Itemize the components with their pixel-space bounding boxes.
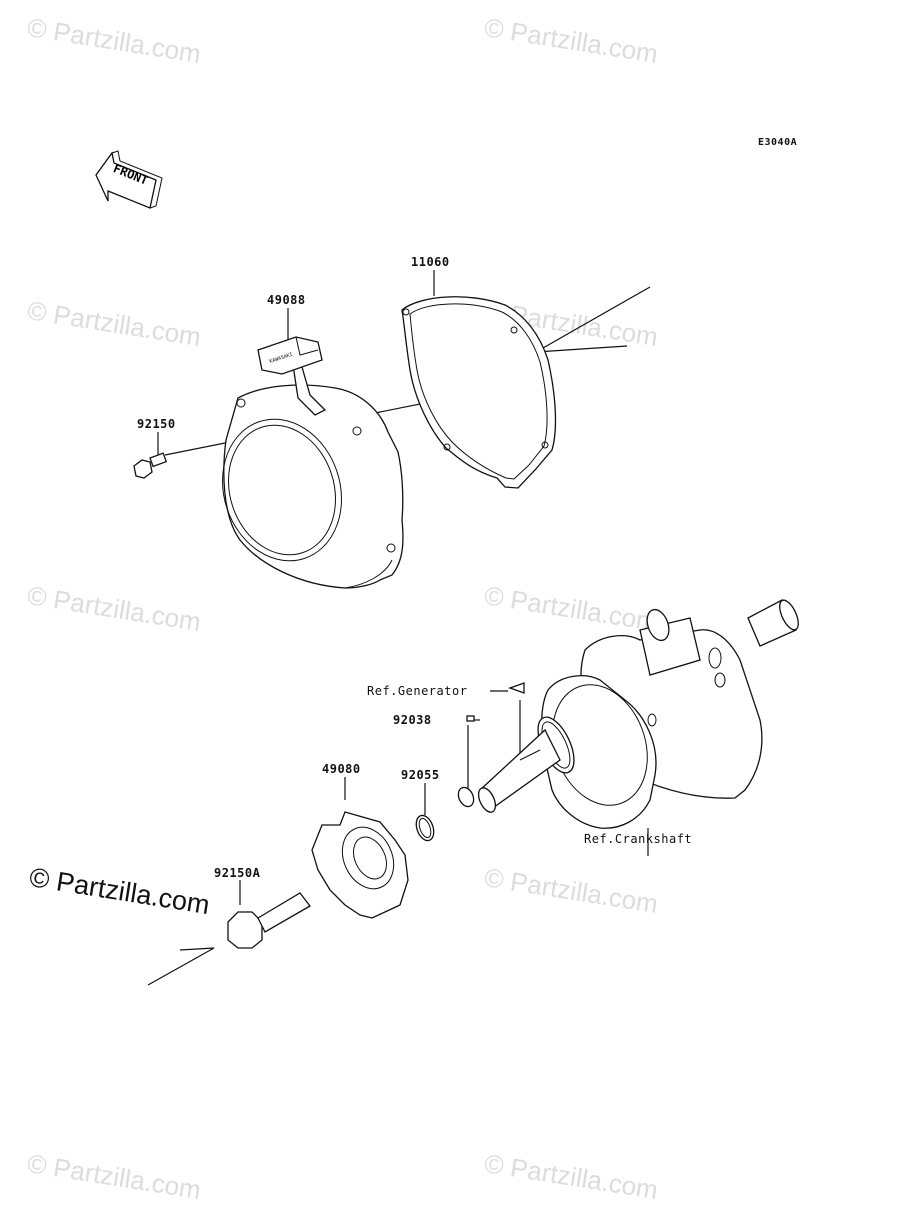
pulley-49080 — [311, 811, 409, 919]
front-arrow-icon: FRONT — [95, 150, 163, 209]
ref-label-generator[interactable]: Ref.Generator — [367, 684, 468, 698]
ref-label-crankshaft[interactable]: Ref.Crankshaft — [584, 832, 693, 846]
part-label-92038[interactable]: 92038 — [393, 713, 432, 727]
gasket-11060 — [401, 296, 557, 489]
bolt-92150A — [227, 892, 311, 949]
part-label-92150[interactable]: 92150 — [137, 417, 176, 431]
axis-line-top — [535, 286, 651, 353]
o-ring-92055 — [415, 814, 435, 842]
recoil-starter-49088: KAWASAKI — [222, 336, 404, 589]
bolt-92150 — [133, 452, 168, 479]
part-label-49088[interactable]: 49088 — [267, 293, 306, 307]
part-label-92150A[interactable]: 92150A — [214, 866, 261, 880]
part-label-11060[interactable]: 11060 — [411, 255, 450, 269]
axis-line-bottom — [147, 947, 215, 986]
part-label-92055[interactable]: 92055 — [401, 768, 440, 782]
diagram-code: E3040A — [758, 137, 798, 148]
part-label-49080[interactable]: 49080 — [322, 762, 361, 776]
generator-key — [508, 682, 525, 694]
crankshaft — [457, 599, 799, 829]
key-92038 — [466, 715, 475, 722]
